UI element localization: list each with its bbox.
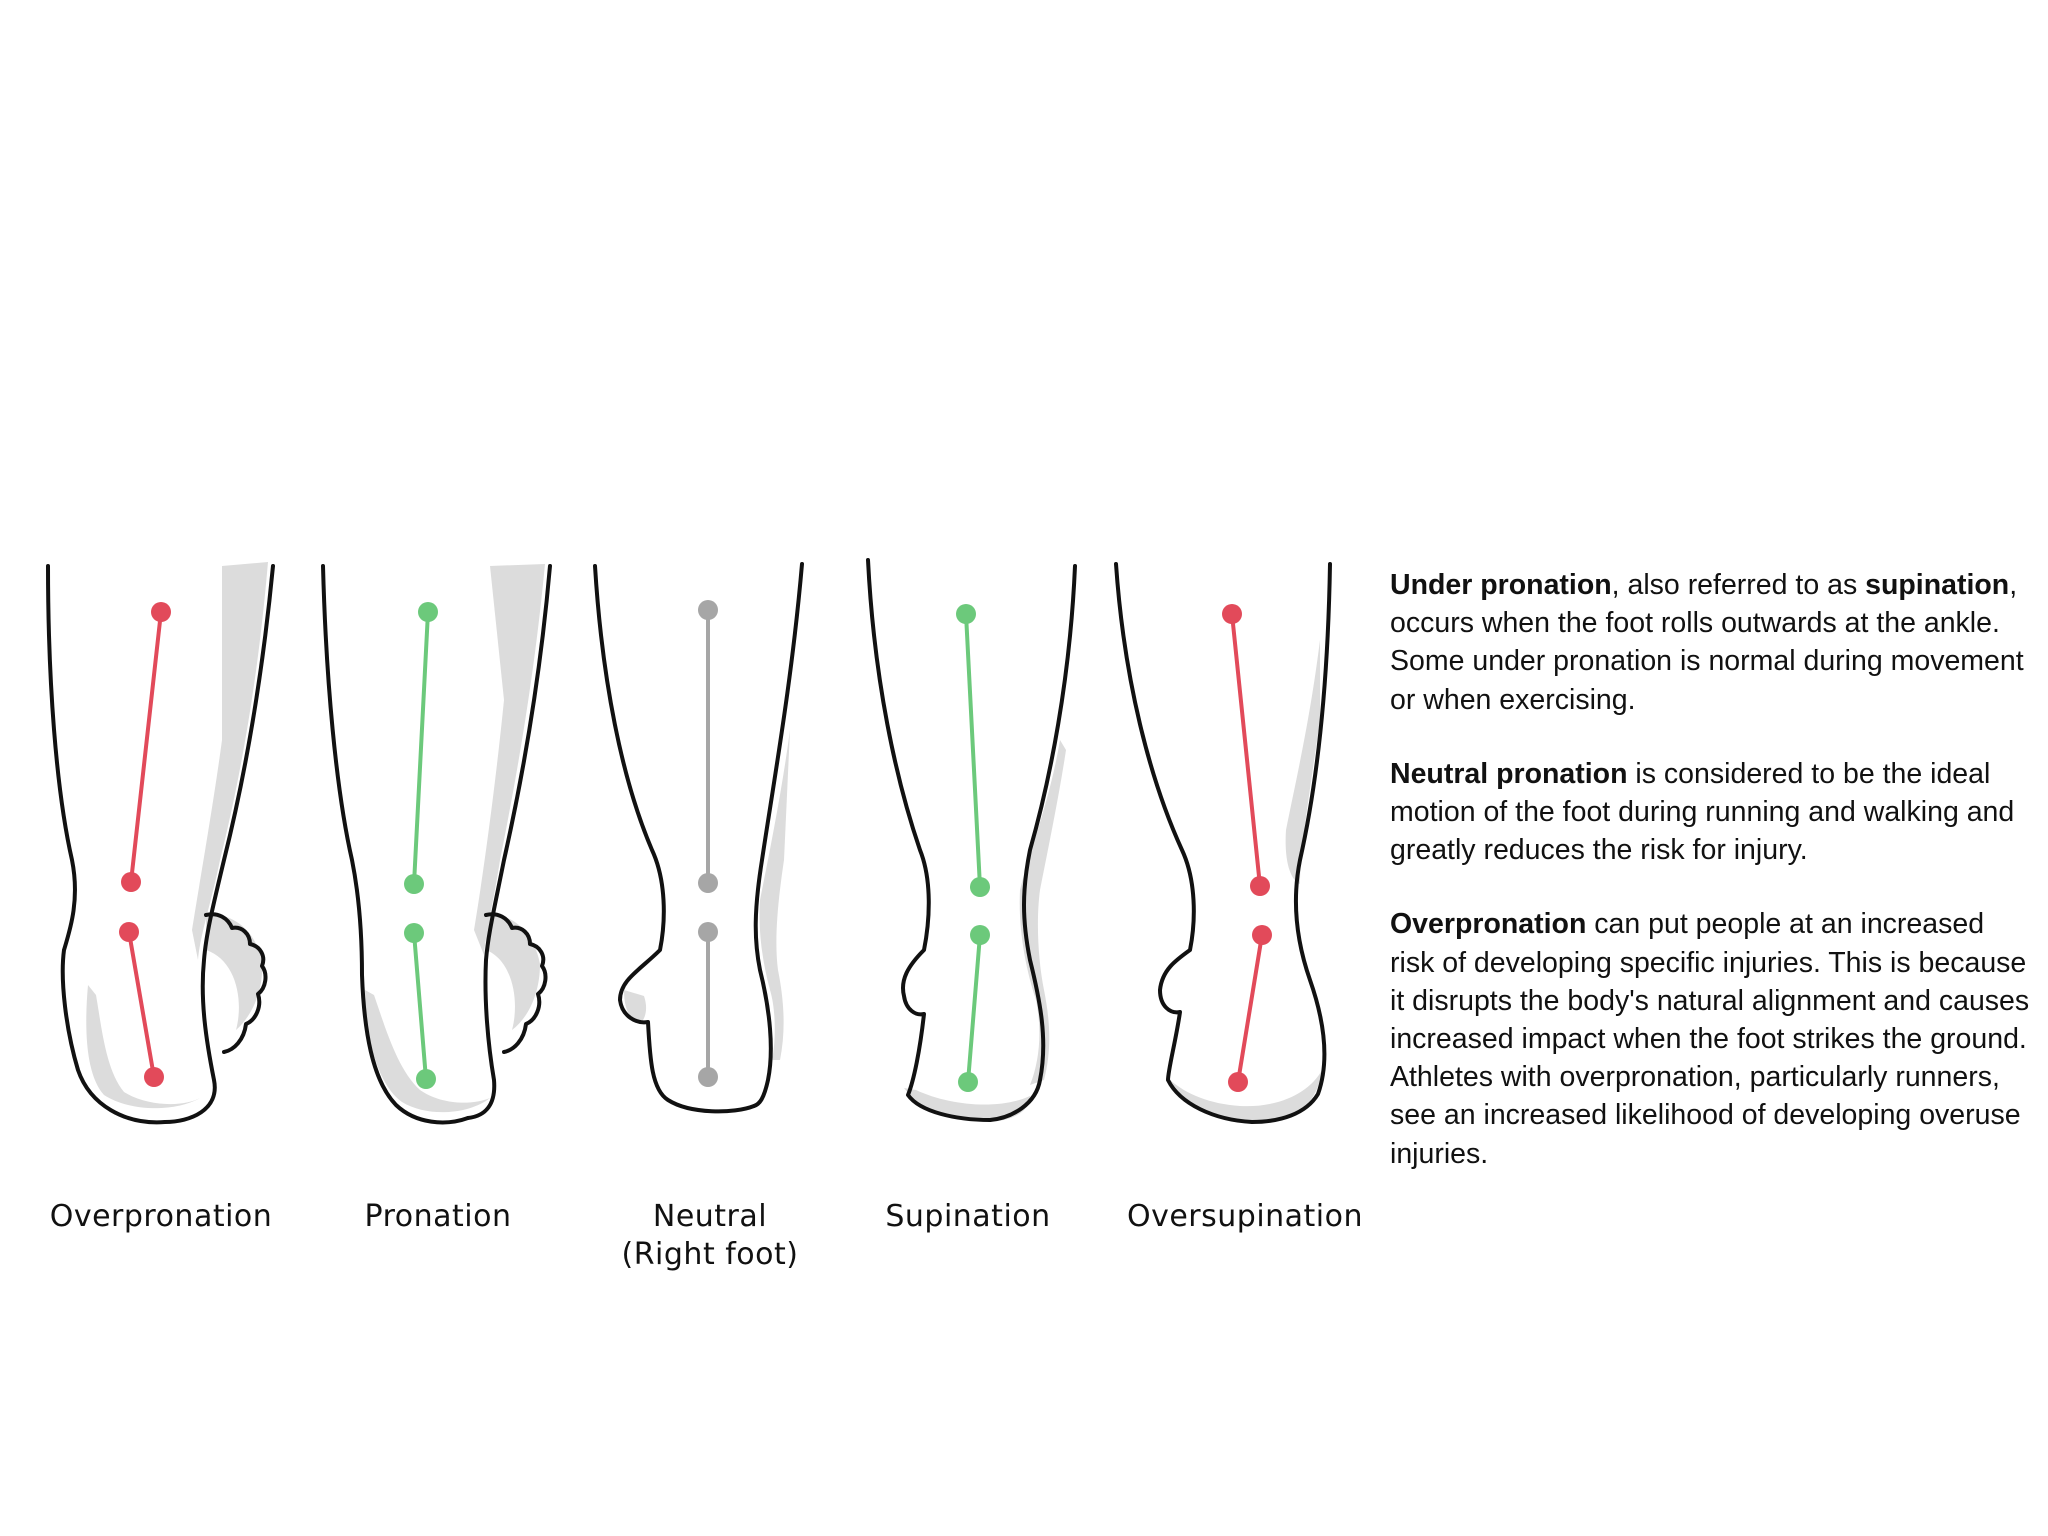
leg-right-outline [988,564,1077,1122]
foot-overpronation [46,562,275,1125]
alignment-dot [1252,925,1272,945]
alignment-dot [404,874,424,894]
alignment-dot [121,872,141,892]
paragraph-text: , occurs when the foot rolls outwards at… [1390,569,2024,716]
leg-left-outline [321,564,470,1125]
label-line: Overpronation [49,1199,273,1234]
description-text: Under pronation, also referred to as sup… [1390,566,2030,1209]
leg-left-outline [866,558,992,1122]
upper-alignment-line [964,612,982,889]
toes-outline [484,912,548,1054]
bold-term: Neutral pronation [1390,757,1628,790]
alignment-dot [151,602,171,622]
alignment-dot [970,925,990,945]
toes-outline [204,912,268,1054]
heel-shadow [904,1088,1030,1122]
leg-right-outline [752,562,804,1108]
alignment-dot [1228,1072,1248,1092]
leg-right-outline [163,564,275,1124]
paragraph-text: , also referred to as [1611,569,1866,601]
alignment-dot [144,1067,164,1087]
label-line: Neutral [652,1199,768,1234]
foot-neutral [593,562,804,1114]
alignment-dot [1222,604,1242,624]
lower-alignment-line [966,933,982,1084]
leg-right-outline [1250,562,1332,1124]
foot-oversupination [1114,562,1332,1124]
leg-shadow [759,730,790,1060]
heel-shadow [365,990,490,1113]
alignment-dot [958,1072,978,1092]
lower-alignment-line [1236,933,1264,1084]
heel-shadow [86,985,200,1109]
alignment-dot [970,877,990,897]
label-overpronation: Overpronation [11,1198,311,1236]
paragraph-under-pronation: Under pronation, also referred to as sup… [1390,566,2030,719]
leg-left-outline [1114,562,1254,1124]
toe-shadow [486,914,540,1030]
paragraph-text: is considered to be the ideal motion of … [1390,757,2015,867]
alignment-dot [698,600,718,620]
alignment-dot [119,922,139,942]
lower-alignment-line [127,930,156,1079]
toe-shadow [624,990,647,1024]
alignment-dot [698,922,718,942]
upper-alignment-line [412,610,430,886]
alignment-dot [404,923,424,943]
label-line-2: (Right foot) [621,1237,799,1272]
toe-shadow [206,914,263,1030]
alignment-dot [418,602,438,622]
alignment-dot [416,1069,436,1089]
label-line: Pronation [364,1199,512,1234]
paragraph-overpronation: Overpronation can put people at an incre… [1390,905,2030,1172]
alignment-dot [956,604,976,624]
heel-shadow [1170,1070,1322,1123]
leg-left-outline [593,564,756,1114]
label-neutral: Neutral (Right foot) [560,1198,860,1274]
leg-shadow [192,562,268,960]
foot-supination [866,558,1077,1122]
bold-term: Under pronation [1390,569,1612,601]
label-pronation: Pronation [288,1198,588,1236]
bold-term: Overpronation [1390,908,1587,941]
label-line: Oversupination [1126,1199,1364,1234]
leg-shadow [474,564,545,955]
upper-alignment-line [129,610,163,884]
paragraph-text: can put people at an increased risk of d… [1390,908,2030,1170]
label-oversupination: Oversupination [1095,1198,1395,1236]
leg-left-outline [46,564,167,1125]
paragraph-neutral-pronation: Neutral pronation is considered to be th… [1390,755,2030,870]
label-supination: Supination [818,1198,1118,1236]
alignment-dot [698,1067,718,1087]
alignment-dot [1250,876,1270,896]
lower-alignment-line [412,931,428,1081]
upper-alignment-line [1230,612,1262,888]
alignment-dot [698,873,718,893]
foot-pronation [321,564,552,1125]
leg-shadow [1285,640,1320,884]
bold-term: supination [1865,569,2010,601]
leg-right-outline [466,564,552,1120]
label-line: Supination [885,1199,1051,1234]
